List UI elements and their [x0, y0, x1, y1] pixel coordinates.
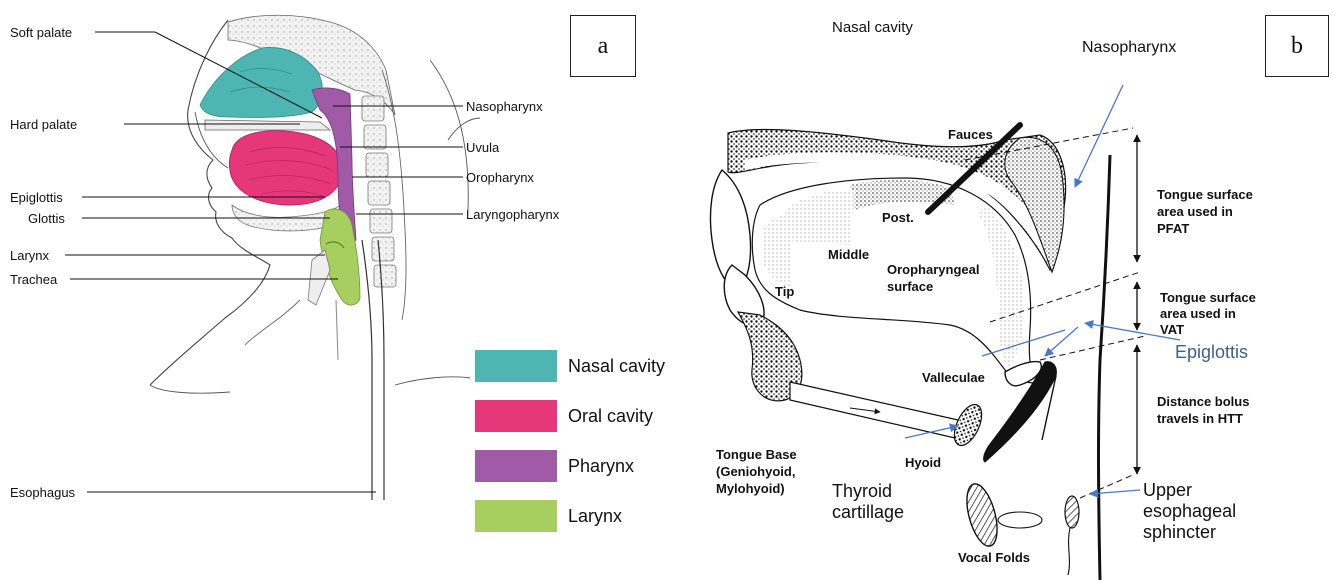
legend-swatch-larynx — [475, 500, 557, 532]
label-thyroid-2: cartillage — [832, 502, 904, 523]
label-oro-surface-2: surface — [887, 279, 933, 294]
label-valleculae: Valleculae — [922, 370, 985, 385]
label-laryngopharynx: Laryngopharynx — [466, 207, 559, 222]
hard-palate-bone — [205, 120, 330, 130]
label-ues-1: Upper — [1143, 480, 1192, 501]
label-thyroid-1: Thyroid — [832, 481, 892, 502]
vocal-fold-mid — [998, 512, 1042, 528]
label-pfat-3: PFAT — [1157, 221, 1189, 236]
label-esophagus: Esophagus — [10, 485, 75, 500]
legend-label-larynx: Larynx — [568, 506, 622, 527]
label-pfat-1: Tongue surface — [1157, 187, 1253, 202]
chest-outline — [150, 385, 230, 393]
panel-b-tag: b — [1265, 15, 1329, 77]
label-ues-2: esophageal — [1143, 501, 1236, 522]
label-vocal-folds: Vocal Folds — [958, 550, 1030, 565]
label-htt-2: travels in HTT — [1157, 411, 1243, 426]
label-pfat-2: area used in — [1157, 204, 1233, 219]
vocal-fold-left — [961, 481, 1003, 550]
label-hyoid: Hyoid — [905, 455, 941, 470]
ues-line — [1068, 528, 1070, 575]
legend-swatch-pharynx — [475, 450, 557, 482]
label-epiglottis: Epiglottis — [10, 190, 63, 205]
label-oropharynx: Oropharynx — [466, 170, 534, 185]
label-vat-3: VAT — [1160, 322, 1184, 337]
label-glottis: Glottis — [28, 211, 65, 226]
legend-label-nasal: Nasal cavity — [568, 356, 665, 377]
legend-swatch-oral — [475, 400, 557, 432]
label-oro-surface-1: Oropharyngeal — [887, 262, 979, 277]
panel-b-drawing — [710, 85, 1180, 580]
label-nasal-cavity-b: Nasal cavity — [832, 20, 913, 35]
tongue-base-muscle — [790, 382, 958, 438]
label-vat-2: area used in — [1160, 306, 1236, 321]
label-middle: Middle — [828, 247, 869, 262]
cervical-vertebrae — [362, 96, 396, 287]
label-fauces: Fauces — [948, 127, 993, 142]
label-nasopharynx-a: Nasopharynx — [466, 99, 543, 114]
label-hard-palate: Hard palate — [10, 117, 77, 132]
label-trachea: Trachea — [10, 272, 57, 287]
label-soft-palate: Soft palate — [10, 25, 72, 40]
panel-a-drawing — [65, 15, 480, 500]
label-epiglottis-b: Epiglottis — [1175, 342, 1248, 363]
label-tip: Tip — [775, 284, 794, 299]
label-vat-1: Tongue surface — [1160, 290, 1256, 305]
legend-label-pharynx: Pharynx — [568, 456, 634, 477]
panel-a-tag: a — [570, 15, 636, 77]
esophagus-wall — [362, 240, 372, 500]
label-uvula: Uvula — [466, 140, 499, 155]
label-post: Post. — [882, 210, 914, 225]
label-htt-1: Distance bolus — [1157, 394, 1249, 409]
back-neck-outline — [448, 118, 480, 140]
label-tongue-base-2: (Geniohyoid, — [716, 464, 795, 479]
nasal-cavity-region — [200, 47, 322, 117]
back-of-head — [430, 60, 468, 210]
label-nasopharynx-b: Nasopharynx — [1082, 38, 1176, 57]
label-tongue-base-1: Tongue Base — [716, 447, 797, 462]
trachea-tube — [336, 300, 338, 360]
label-tongue-base-3: Mylohyoid) — [716, 481, 785, 496]
neck-outline — [245, 300, 300, 345]
thyroid-cartilage — [308, 250, 330, 305]
legend-swatch-nasal — [475, 350, 557, 382]
ues-shape — [1065, 496, 1079, 528]
label-ues-3: sphincter — [1143, 522, 1216, 543]
shoulder-outline — [395, 377, 470, 385]
posterior-pharyngeal-wall — [1099, 155, 1111, 580]
legend-label-oral: Oral cavity — [568, 406, 653, 427]
label-larynx: Larynx — [10, 248, 49, 263]
